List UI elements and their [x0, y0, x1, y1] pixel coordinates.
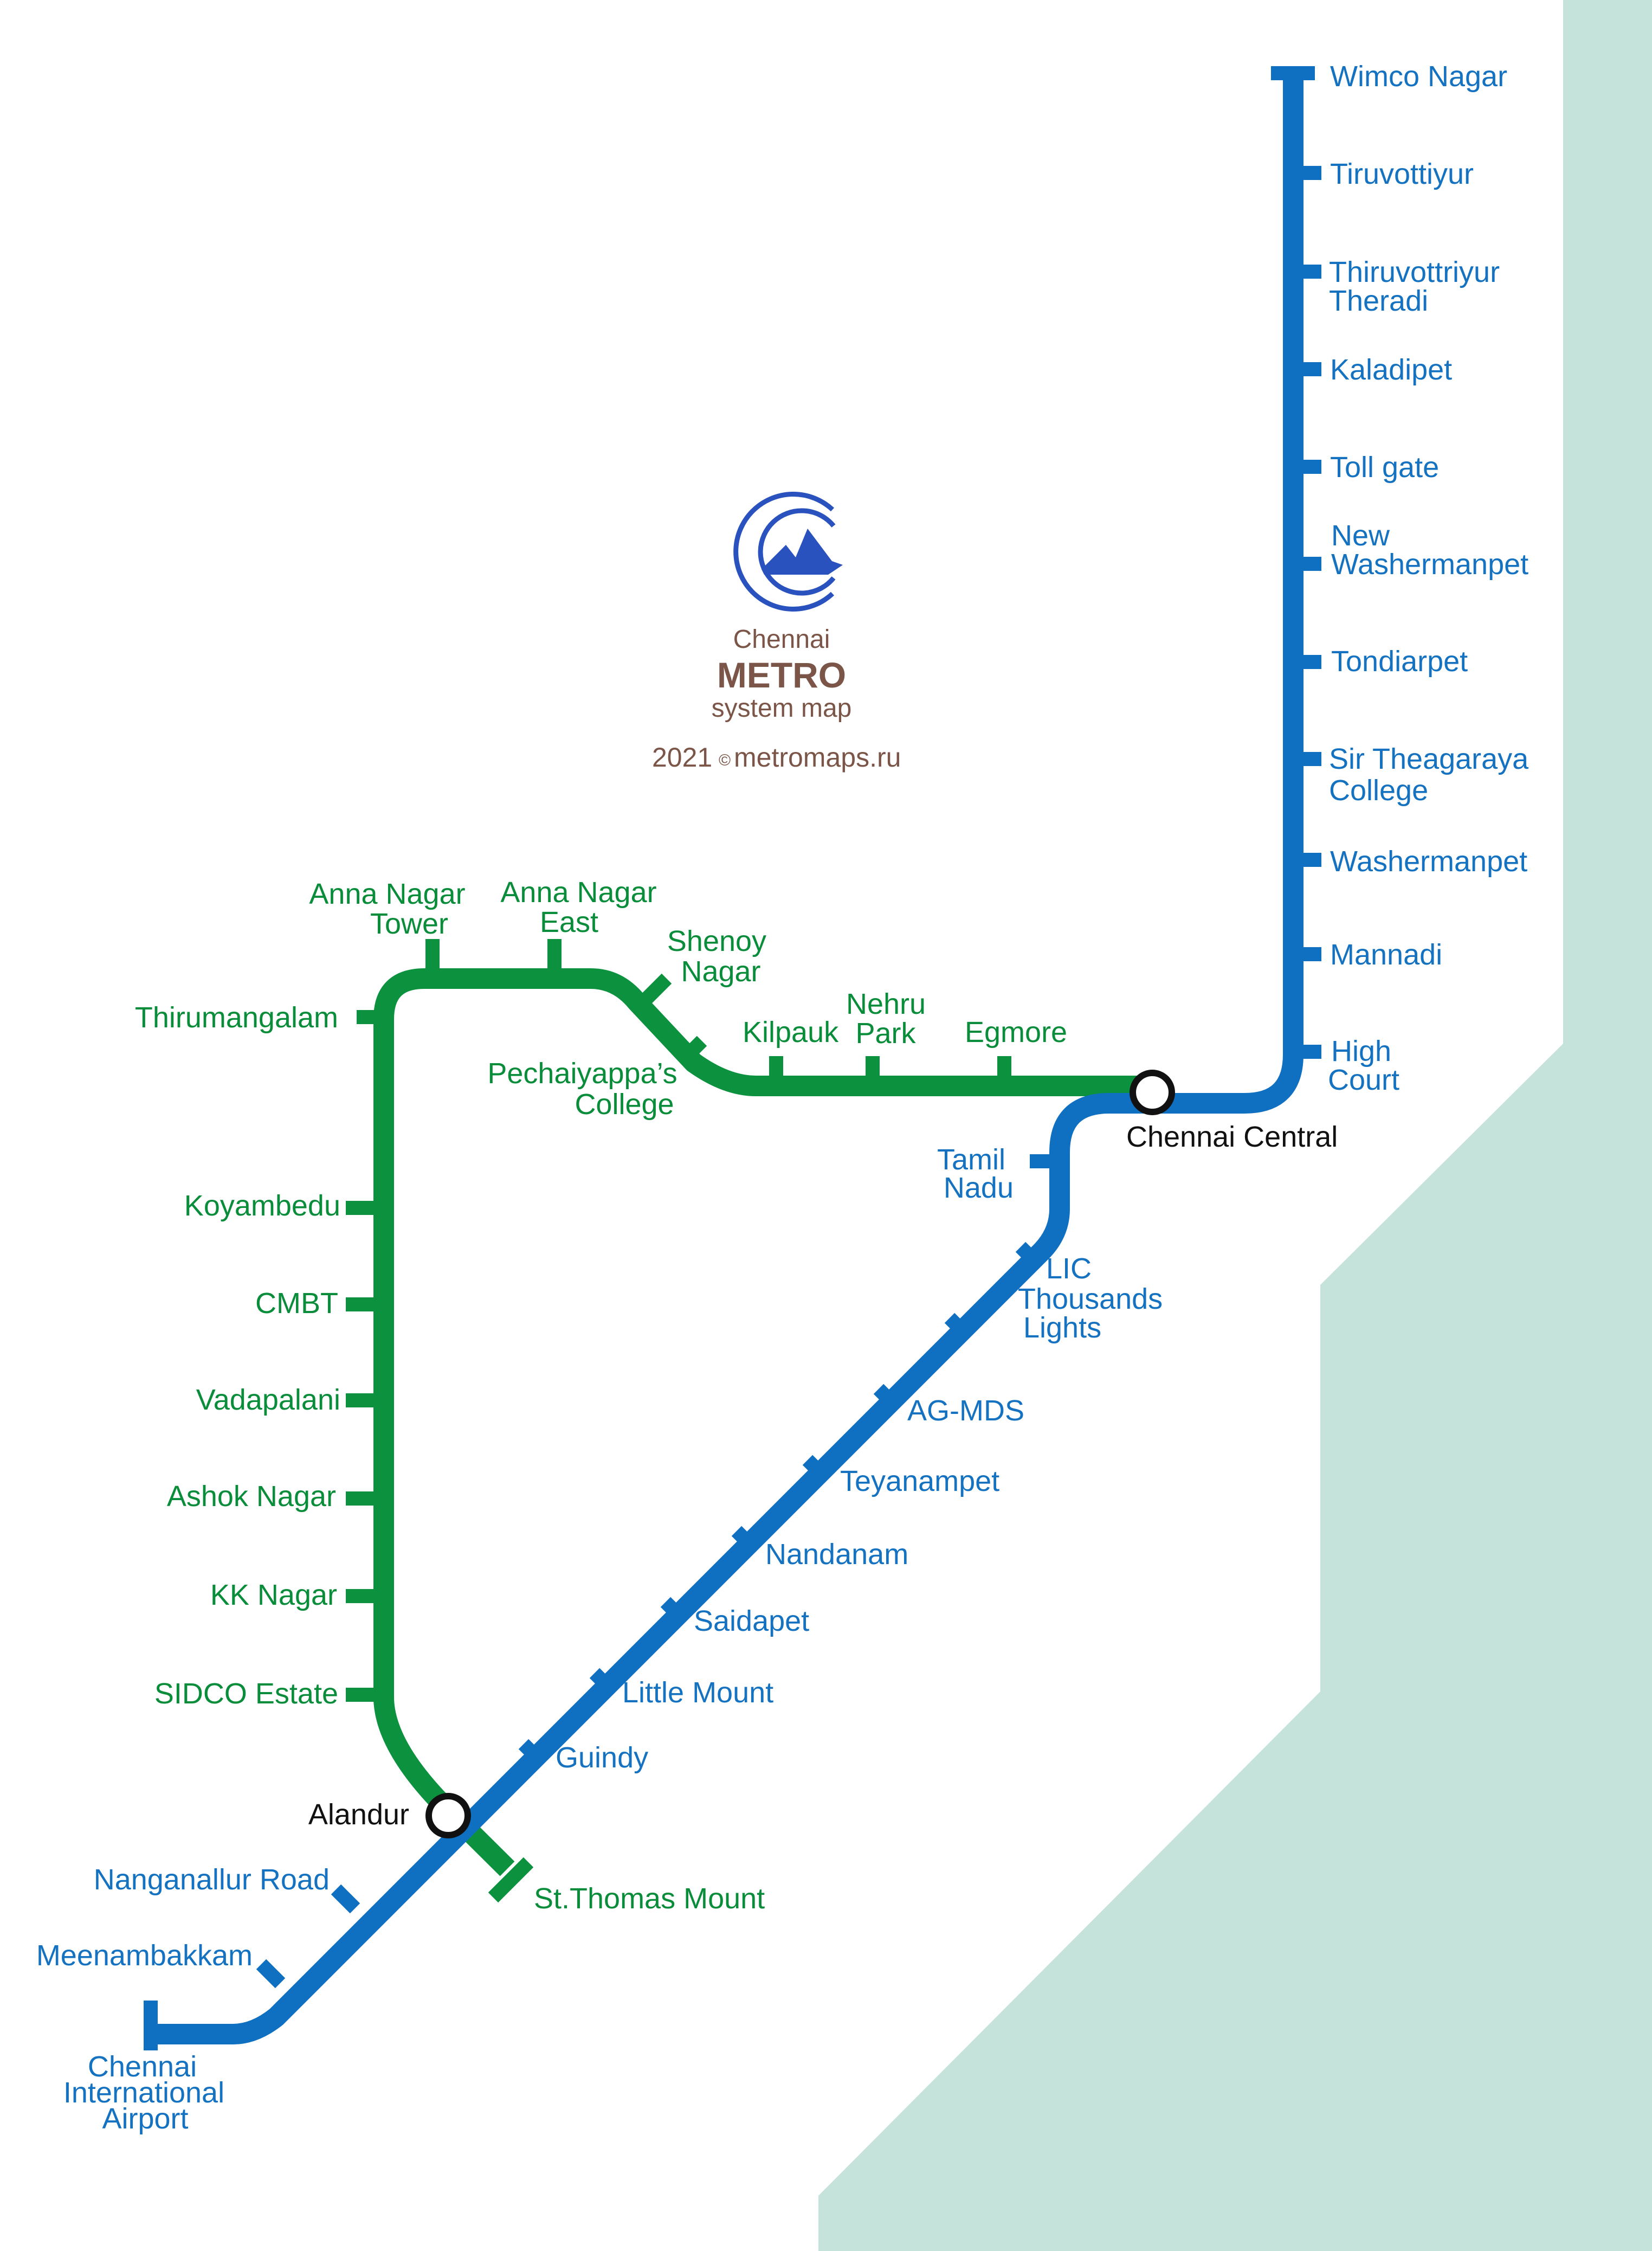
tick-lic — [1015, 1242, 1045, 1271]
station-shenoy-nagar[interactable]: Shenoy Nagar — [667, 925, 775, 988]
tick-guindy — [518, 1739, 548, 1768]
station-teyanampet[interactable]: Teyanampet — [840, 1465, 999, 1497]
station-chennai-international-airport[interactable]: Chennai International Airport — [63, 2050, 233, 2135]
station-st-thomas-mount[interactable]: St.Thomas Mount — [534, 1882, 765, 1915]
station-little-mount[interactable]: Little Mount — [622, 1676, 773, 1709]
station-ag-mds[interactable]: AG-MDS — [907, 1394, 1024, 1427]
blue-line — [146, 73, 1303, 2044]
map-subtitle: system map — [712, 694, 852, 723]
station-pachaiyappas-college[interactable]: Pechaiyappa’s College — [487, 1057, 685, 1121]
tick-saidapet — [660, 1597, 690, 1626]
station-anna-nagar-tower[interactable]: Anna Nagar Tower — [309, 878, 473, 940]
station-mannadi[interactable]: Mannadi — [1330, 938, 1442, 971]
station-thiruvottriyur-theradi[interactable]: Thiruvottriyur Theradi — [1329, 256, 1508, 317]
station-tondiarpet[interactable]: Tondiarpet — [1331, 645, 1468, 678]
blue-line-ticks — [144, 66, 1321, 2050]
interchange-alandur[interactable] — [425, 1793, 471, 1838]
station-nehru-park[interactable]: Nehru Park — [846, 988, 934, 1050]
tick-ag-mds — [873, 1384, 903, 1413]
station-alandur[interactable]: Alandur — [308, 1798, 409, 1831]
station-high-court[interactable]: High Court — [1328, 1035, 1399, 1096]
tick-teyanampet — [802, 1455, 832, 1484]
station-nanganallur-road[interactable]: Nanganallur Road — [94, 1863, 330, 1896]
tick-shenoy-nagar — [640, 973, 672, 1006]
station-cmbt[interactable]: CMBT — [255, 1287, 338, 1320]
station-kaladipet[interactable]: Kaladipet — [1330, 353, 1452, 386]
station-koyambedu[interactable]: Koyambedu — [184, 1189, 340, 1222]
station-toll-gate[interactable]: Toll gate — [1330, 451, 1439, 484]
station-washermanpet[interactable]: Washermanpet — [1330, 845, 1527, 878]
green-line-ticks — [346, 939, 1011, 1903]
map-title-metro: METRO — [717, 655, 846, 695]
station-nandanam[interactable]: Nandanam — [765, 1538, 908, 1571]
sea-area — [818, 0, 1652, 2251]
tick-meenambakkam — [256, 1959, 286, 1989]
station-lic-thousands-lights[interactable]: LIC Thousands Lights — [1018, 1252, 1171, 1344]
map-year: 2021 — [652, 742, 712, 773]
green-line-labels: Anna Nagar Tower Anna Nagar East Shenoy … — [135, 876, 1067, 1915]
station-vadapalani[interactable]: Vadapalani — [196, 1384, 340, 1416]
tick-pachaiyappas-college — [675, 1036, 707, 1068]
tick-st-thomas-mount-end — [488, 1857, 534, 1903]
station-sir-theagaraya-college[interactable]: Sir Theagaraya College — [1329, 743, 1537, 807]
copyright-symbol: © — [719, 751, 731, 769]
station-ashok-nagar[interactable]: Ashok Nagar — [167, 1480, 336, 1513]
station-kk-nagar[interactable]: KK Nagar — [210, 1579, 337, 1611]
map-credit: metromaps.ru — [734, 742, 901, 773]
station-tiruvottiyur[interactable]: Tiruvottiyur — [1330, 158, 1474, 190]
station-sidco-estate[interactable]: SIDCO Estate — [154, 1677, 338, 1710]
station-saidapet[interactable]: Saidapet — [694, 1605, 809, 1637]
green-line — [373, 968, 1150, 1876]
station-new-washermanpet[interactable]: New Washermanpet — [1331, 519, 1528, 581]
tick-thousands-lights — [944, 1313, 974, 1342]
interchange-chennai-central[interactable] — [1130, 1070, 1175, 1115]
station-wimco-nagar[interactable]: Wimco Nagar — [1330, 60, 1507, 93]
tick-nanganallur-road — [331, 1884, 360, 1914]
station-guindy[interactable]: Guindy — [556, 1741, 648, 1774]
station-meenambakkam[interactable]: Meenambakkam — [36, 1939, 253, 1972]
station-chennai-central[interactable]: Chennai Central — [1126, 1121, 1338, 1153]
tick-nandanam — [731, 1526, 761, 1555]
station-kilpauk[interactable]: Kilpauk — [743, 1016, 839, 1049]
map-title-city: Chennai — [733, 625, 830, 654]
station-egmore[interactable]: Egmore — [965, 1016, 1067, 1049]
station-anna-nagar-east[interactable]: Anna Nagar East — [500, 876, 664, 938]
tick-little-mount — [589, 1668, 619, 1697]
blue-line-labels: Wimco Nagar Tiruvottiyur Thiruvottriyur … — [36, 60, 1537, 2135]
chennai-metro-logo-icon — [733, 492, 843, 612]
station-thirumangalam[interactable]: Thirumangalam — [135, 1001, 338, 1034]
station-tamil-nadu[interactable]: Tamil Nadu — [937, 1143, 1014, 1204]
